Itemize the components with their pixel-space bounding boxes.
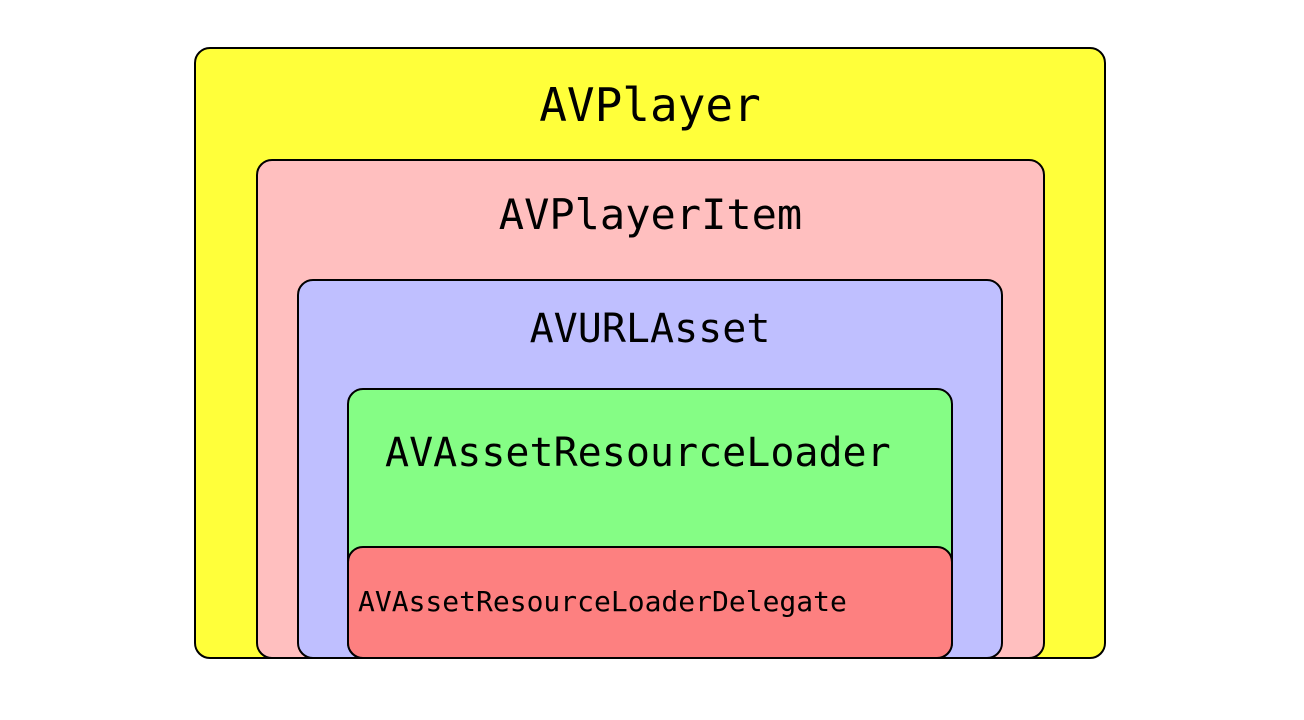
avassetresourceloader-label: AVAssetResourceLoader <box>385 430 891 476</box>
avassetresourceloaderdelegate-label: AVAssetResourceLoaderDelegate <box>358 585 847 618</box>
avurlasset-label: AVURLAsset <box>529 306 771 352</box>
avplayer-label: AVPlayer <box>539 78 761 132</box>
avassetresourceloaderdelegate-box: AVAssetResourceLoaderDelegate <box>347 546 953 659</box>
avplayeritem-label: AVPlayerItem <box>498 190 803 239</box>
